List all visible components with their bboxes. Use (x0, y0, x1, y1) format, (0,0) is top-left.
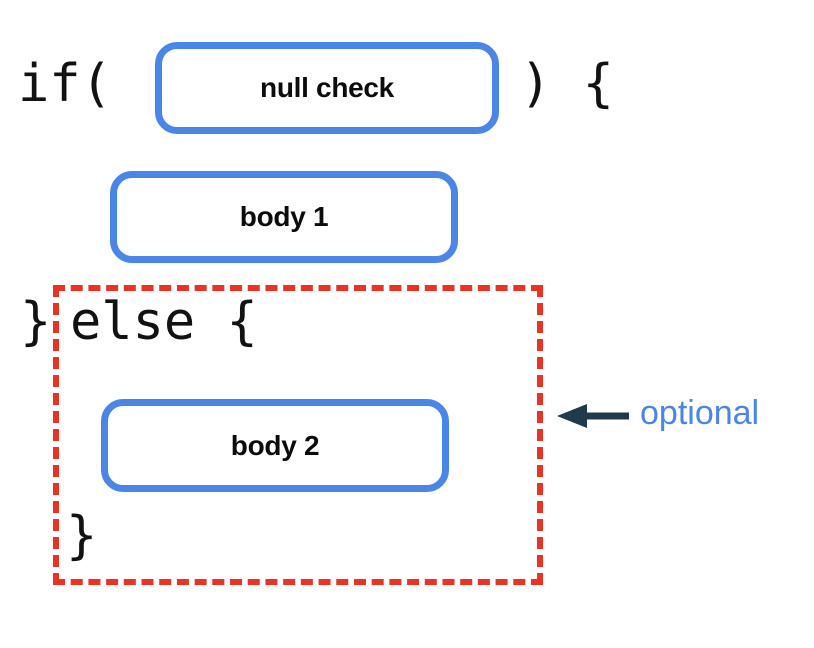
box-null-check-label: null check (260, 72, 394, 103)
code-else-block-close-brace: } (66, 506, 98, 566)
box-body-1-label: body 1 (239, 201, 329, 232)
code-if-open: if( (18, 54, 112, 114)
code-close-paren-open-brace: ) { (520, 54, 614, 114)
box-body-2[interactable]: body 2 (101, 399, 449, 492)
box-body-2-label: body 2 (230, 429, 320, 461)
box-body-1[interactable]: body 1 (110, 171, 458, 263)
code-if-block-close-brace: } (20, 292, 52, 352)
annotation-label-optional: optional (640, 394, 760, 432)
code-else-keyword: else { (70, 292, 258, 352)
arrow-left-icon (557, 404, 629, 428)
box-null-check[interactable]: null check (155, 42, 499, 134)
